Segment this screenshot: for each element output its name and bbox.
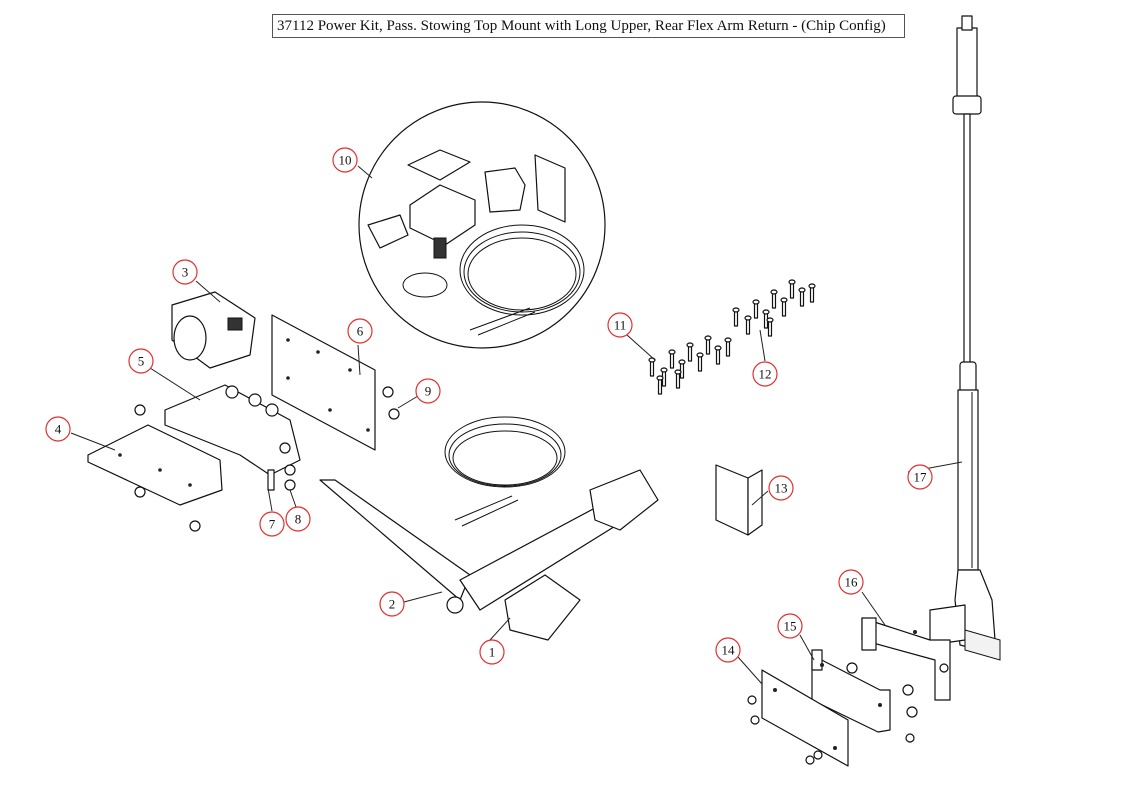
callout-number: 12 [759,367,772,382]
callout-number: 14 [722,643,736,658]
part-17-pole [929,15,1001,661]
screw-head [732,307,740,313]
callout-17: 17 [907,464,933,490]
screw-head [678,359,686,365]
part-3-motor [171,291,256,369]
callout-7: 7 [259,511,285,537]
part-14-plate [747,669,849,767]
screw-head [686,342,694,348]
callout-6: 6 [347,318,373,344]
callout-circle [128,348,154,374]
callout-number: 1 [489,645,496,660]
screw-head [668,349,676,355]
screw-head [656,375,664,381]
screw-head [660,367,668,373]
screw-head [780,297,788,303]
screw-head [766,317,774,323]
screw-head [704,335,712,341]
callout-circle [752,361,778,387]
part-1-2-arm-assembly [319,416,659,641]
callout-12: 12 [752,361,778,387]
part-4-plate [87,404,223,532]
callout-number: 9 [425,384,432,399]
callout-circle [415,378,441,404]
screw-head [798,287,806,293]
callout-circle [347,318,373,344]
callout-number: 3 [182,265,189,280]
callout-circle [259,511,285,537]
callout-number: 13 [775,481,788,496]
callout-4: 4 [45,416,71,442]
part-11-12-screws [648,279,816,395]
callout-circle [838,569,864,595]
callout-number: 5 [138,354,145,369]
callout-number: 16 [845,575,859,590]
part-10-electronics-kit [358,101,606,349]
callout-3: 3 [172,259,198,285]
screw-head [762,309,770,315]
callout-circle [777,613,803,639]
callout-number: 8 [295,512,302,527]
callout-number: 7 [269,517,276,532]
callout-number: 2 [389,597,396,612]
callout-circle [715,637,741,663]
part-5-bracket [164,384,301,476]
callout-circle [479,639,505,665]
callout-13: 13 [768,475,794,501]
callout-circle [768,475,794,501]
callout-15: 15 [777,613,803,639]
screw-head [696,352,704,358]
screw-head [752,299,760,305]
screw-head [788,279,796,285]
callout-circle [172,259,198,285]
callout-number: 11 [614,318,627,333]
callout-16: 16 [838,569,864,595]
callout-number: 6 [357,324,364,339]
part-16-bracket [861,617,951,701]
screw-head [744,315,752,321]
callout-14: 14 [715,637,741,663]
callout-circle [285,506,311,532]
callout-1: 1 [479,639,505,665]
callout-2: 2 [379,591,405,617]
callout-number: 15 [784,619,797,634]
callout-circle [607,312,633,338]
callout-number: 17 [914,470,928,485]
screw-head [808,283,816,289]
screw-head [714,345,722,351]
screw-head [770,289,778,295]
callout-number: 10 [339,153,352,168]
part-13-manual [715,464,763,536]
callout-circle [45,416,71,442]
callout-5: 5 [128,348,154,374]
callout-10: 10 [332,147,358,173]
callout-number: 4 [55,422,62,437]
screw-head [674,369,682,375]
callout-11: 11 [607,312,633,338]
part-9-washers [382,386,400,420]
callout-8: 8 [285,506,311,532]
callout-9: 9 [415,378,441,404]
diagram-title: 37112 Power Kit, Pass. Stowing Top Mount… [272,14,905,38]
callout-circle [379,591,405,617]
callout-circle [907,464,933,490]
screw-head [724,337,732,343]
callout-circle [332,147,358,173]
part-6-plate [271,314,376,451]
